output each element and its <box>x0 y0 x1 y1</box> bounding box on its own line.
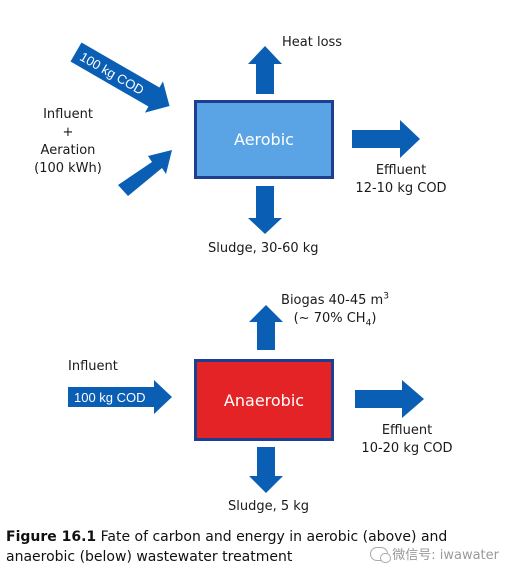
aerobic-process-box: Aerobic <box>194 100 334 179</box>
aerobic-effluent-group: Effluent 12-10 kg COD <box>346 162 456 198</box>
figure-caption-text: Fate of carbon and energy in aerobic (ab… <box>6 529 448 565</box>
watermark: 微信号: iwawater <box>370 544 499 563</box>
anaerobic-cod-input-label: 100 kg COD <box>74 390 146 405</box>
plus-label: + <box>62 125 74 140</box>
aerobic-cod-input-label: 100 kg COD <box>77 49 146 98</box>
figure-number: Figure 16.1 <box>6 529 97 545</box>
anaerobic-effluent-label: Effluent <box>381 423 433 438</box>
anaerobic-effluent-group: Effluent 10-20 kg COD <box>352 422 462 458</box>
aerobic-sludge-arrow <box>248 186 282 234</box>
aerobic-sludge-label: Sludge, 30-60 kg <box>208 241 319 256</box>
wechat-icon <box>370 546 392 563</box>
biogas-composition-label: (~ 70% CH4) <box>293 311 377 329</box>
anaerobic-process-label: Anaerobic <box>223 390 305 410</box>
heat-loss-arrow <box>248 46 282 94</box>
biogas-volume-label: Biogas 40-45 m3 <box>281 291 389 308</box>
anaerobic-sludge-arrow <box>249 447 283 493</box>
aeration-value: (100 kWh) <box>34 161 102 176</box>
process-diagram: 100 kg COD 100 kg COD <box>68 42 424 493</box>
influent-aeration-group: Influent + Aeration (100 kWh) <box>28 106 108 178</box>
aerobic-influent-label: Influent <box>43 107 93 122</box>
anaerobic-sludge-label: Sludge, 5 kg <box>228 499 310 514</box>
biogas-group: Biogas 40-45 m3 (~ 70% CH4) <box>270 292 400 328</box>
aerobic-effluent-arrow <box>352 120 420 158</box>
figure-caption: Figure 16.1 Fate of carbon and energy in… <box>6 527 501 567</box>
aerobic-process-label: Aerobic <box>234 130 294 149</box>
heat-loss-label: Heat loss <box>282 35 343 50</box>
anaerobic-cod-input-arrow: 100 kg COD <box>68 380 172 414</box>
anaerobic-influent-label: Influent <box>68 359 118 374</box>
aeration-label: Aeration <box>40 143 96 158</box>
anaerobic-effluent-arrow <box>355 380 424 418</box>
aerobic-effluent-label: Effluent <box>375 163 427 178</box>
watermark-text: 微信号: iwawater <box>392 548 499 563</box>
aerobic-effluent-value: 12-10 kg COD <box>355 181 447 196</box>
aeration-arrow <box>118 150 172 196</box>
anaerobic-effluent-value: 10-20 kg COD <box>361 441 453 456</box>
biogas-arrow <box>249 305 283 350</box>
anaerobic-process-box: Anaerobic <box>194 359 334 441</box>
